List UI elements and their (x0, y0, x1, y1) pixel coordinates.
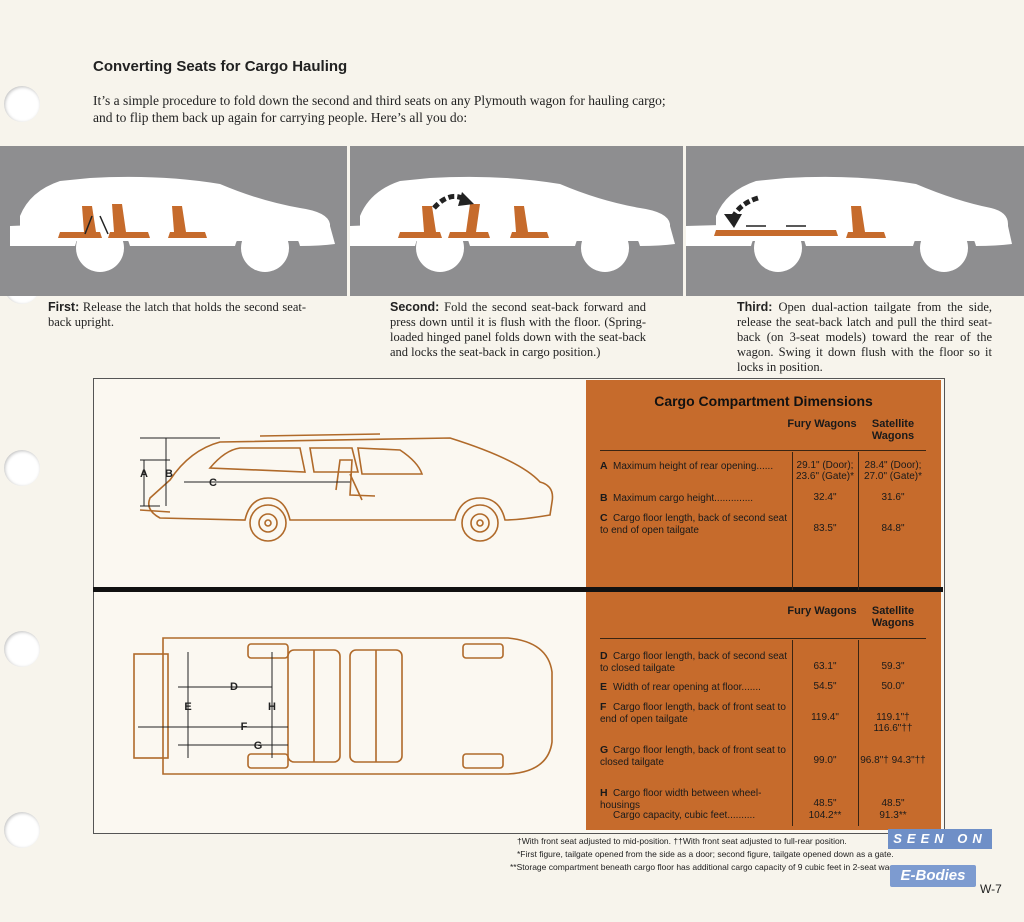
watermark-logo: SEEN ON E-Bodies (888, 829, 994, 887)
binder-hole (4, 631, 40, 667)
binder-hole (4, 450, 40, 486)
col-header-satellite: Satellite Wagons (871, 418, 915, 442)
table-col-rule (792, 640, 793, 826)
table-cell: 31.6" (881, 492, 905, 503)
watermark-line2: E-Bodies (890, 865, 976, 887)
table-cell: 63.1" (813, 661, 837, 672)
table-cell: 28.4" (Door); 27.0" (Gate)* (863, 460, 923, 482)
table-cell: 99.0" (813, 755, 837, 766)
table-cell: 48.5" (881, 798, 905, 809)
step-3-label: Third: (737, 300, 773, 314)
section-divider (93, 587, 943, 592)
table-row-label: Cargo capacity, cubic feet.......... (613, 810, 756, 821)
table-rule (600, 450, 926, 451)
step-2-label: Second: (390, 300, 440, 314)
label-a: A (140, 468, 148, 480)
table-col-rule (858, 452, 859, 590)
table-cell: 83.5" (813, 523, 837, 534)
table-cell: 32.4" (813, 492, 837, 503)
step-1-caption: First: Release the latch that holds the … (48, 300, 306, 330)
footnote: **Storage compartment beneath cargo floo… (510, 862, 911, 872)
footnote: †With front seat adjusted to mid-positio… (517, 836, 847, 846)
page-number: W-7 (980, 882, 1002, 896)
step-1-text: Release the latch that holds the second … (48, 300, 307, 329)
table-col-rule (792, 452, 793, 590)
col-header-fury: Fury Wagons (787, 418, 857, 430)
table-cell: 54.5" (813, 681, 837, 692)
table-cell: 29.1" (Door); 23.6" (Gate)* (795, 460, 855, 482)
label-f: F (241, 721, 248, 733)
step-3-illustration (686, 146, 1024, 296)
step-2-illustration (350, 146, 683, 296)
table-cell: 48.5" (813, 798, 837, 809)
step-1-label: First: (48, 300, 80, 314)
table-rule (600, 638, 926, 639)
table-cell: 91.3** (879, 810, 907, 821)
table-col-rule (858, 640, 859, 826)
step-3-caption: Third: Open dual-action tailgate from th… (737, 300, 992, 375)
side-view-diagram: A B C (139, 433, 554, 542)
step-1-illustration (0, 146, 347, 296)
page-title: Converting Seats for Cargo Hauling (93, 58, 348, 75)
col-header-satellite: Satellite Wagons (871, 605, 915, 629)
label-b: B (165, 468, 173, 480)
table-cell: 50.0" (881, 681, 905, 692)
table-title: Cargo Compartment Dimensions (654, 393, 873, 409)
table-cell: 104.2** (808, 810, 842, 821)
label-d: D (230, 681, 238, 693)
footnote: *First figure, tailgate opened from the … (517, 849, 894, 859)
step-3-text: Open dual-action tailgate from the side,… (737, 300, 992, 374)
table-cell: 119.4" (811, 712, 839, 723)
binder-hole (4, 812, 40, 848)
step-2-text: Fold the second seat-back forward and pr… (390, 300, 646, 359)
table-cell: 96.8"† 94.3"†† (860, 755, 926, 766)
label-c: C (209, 477, 217, 489)
watermark-line1: SEEN ON (888, 829, 992, 849)
top-view-diagram: D E F G H (133, 637, 553, 775)
table-cell: 84.8" (881, 523, 905, 534)
step-2-caption: Second: Fold the second seat-back forwar… (390, 300, 646, 360)
label-h: H (268, 701, 276, 713)
label-e: E (184, 701, 191, 713)
label-g: G (254, 740, 263, 752)
table-cell: 119.1"† 116.6"†† (873, 712, 913, 734)
col-header-fury: Fury Wagons (787, 605, 857, 617)
intro-text: It’s a simple procedure to fold down the… (93, 93, 666, 125)
table-cell: 59.3" (881, 661, 905, 672)
dimensions-table-panel (586, 380, 941, 830)
binder-hole (4, 86, 40, 122)
